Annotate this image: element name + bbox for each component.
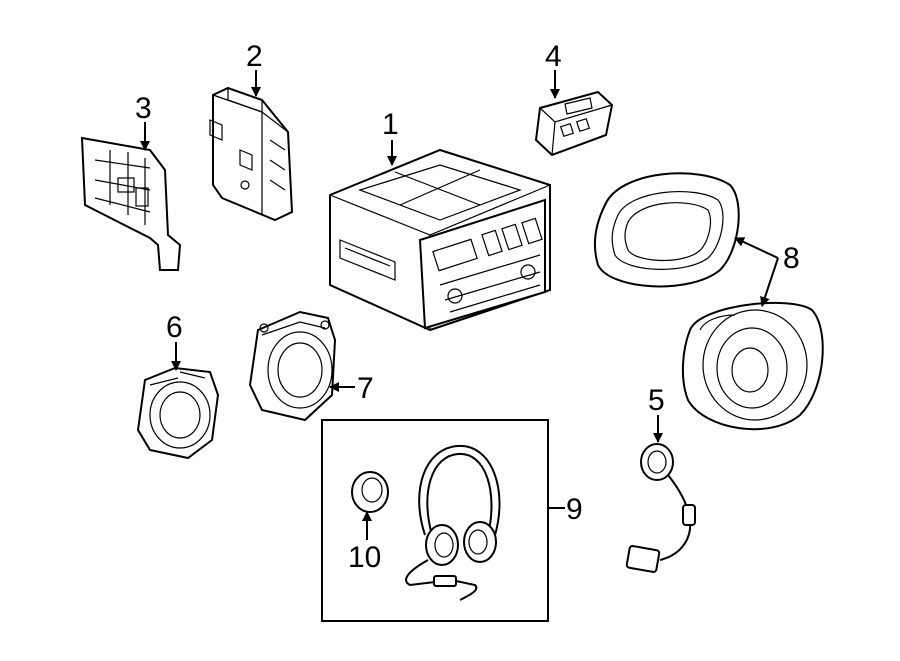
- callout-leaders: [140, 70, 779, 540]
- callout-7: 7: [357, 372, 374, 405]
- callout-6: 6: [166, 311, 183, 344]
- callout-2: 2: [246, 40, 263, 73]
- callout-4: 4: [545, 40, 562, 73]
- callout-3: 3: [135, 92, 152, 125]
- mounting-bracket: [80, 136, 182, 271]
- switch-assembly: [534, 90, 614, 157]
- wireless-headphones: [405, 444, 501, 601]
- callout-1: 1: [382, 108, 399, 141]
- oval-speaker: [681, 301, 824, 431]
- control-module: [209, 86, 294, 222]
- callout-8: 8: [783, 242, 800, 275]
- callout-10: 10: [348, 541, 381, 574]
- callout-5: 5: [648, 384, 665, 417]
- door-speaker: [248, 310, 337, 422]
- callout-labels: 1 2 3 4 5 6 7 8 9 10: [135, 40, 800, 574]
- speaker-harness: [625, 443, 696, 573]
- headphones-kit-box: [321, 419, 549, 622]
- radio-receiver: [329, 148, 551, 332]
- callout-9: 9: [566, 493, 583, 526]
- oval-speaker-gasket: [593, 172, 740, 288]
- tweeter-speaker: [136, 366, 220, 460]
- ear-cushion: [351, 471, 389, 513]
